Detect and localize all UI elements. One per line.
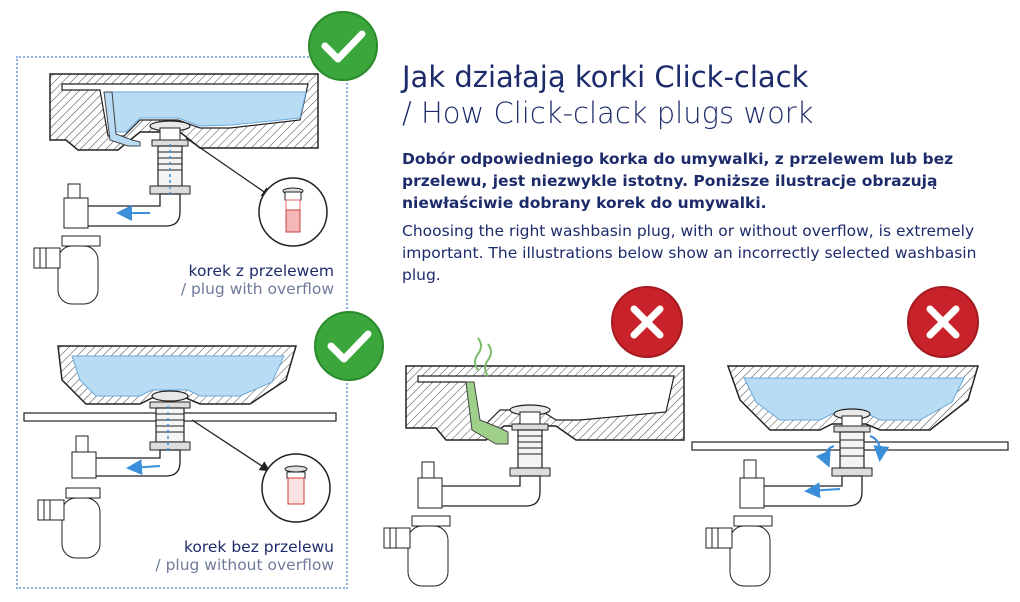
page-title: Jak działają korki Click-clack xyxy=(402,60,809,94)
caption-pl: korek z przelewem xyxy=(188,262,334,280)
panel-without-overflow xyxy=(23,345,337,559)
intro-text-pl: Dobór odpowiedniego korka do umywalki, z… xyxy=(402,150,954,212)
panel-wrong-overflow-basin xyxy=(383,337,685,587)
caption-en: / plug with overflow xyxy=(180,280,334,298)
caption-with-overflow: korek z przelewem / plug with overflow xyxy=(181,262,334,298)
caption-pl: korek bez przelewu xyxy=(183,538,334,556)
caption-without-overflow: korek bez przelewu / plug without overfl… xyxy=(155,538,334,574)
cross-icon xyxy=(907,286,979,358)
check-icon xyxy=(308,11,378,81)
check-icon xyxy=(314,311,384,381)
page-subtitle: / How Click-clack plugs work xyxy=(402,96,814,130)
panel-wrong-no-overflow-basin xyxy=(691,365,1009,587)
plug-icon xyxy=(282,187,304,233)
cross-icon xyxy=(611,286,683,358)
intro-text-en: Choosing the right washbasin plug, with … xyxy=(402,222,977,284)
panel-with-overflow xyxy=(33,73,328,305)
caption-en: / plug without overflow xyxy=(155,556,334,574)
plug-icon xyxy=(284,465,308,505)
